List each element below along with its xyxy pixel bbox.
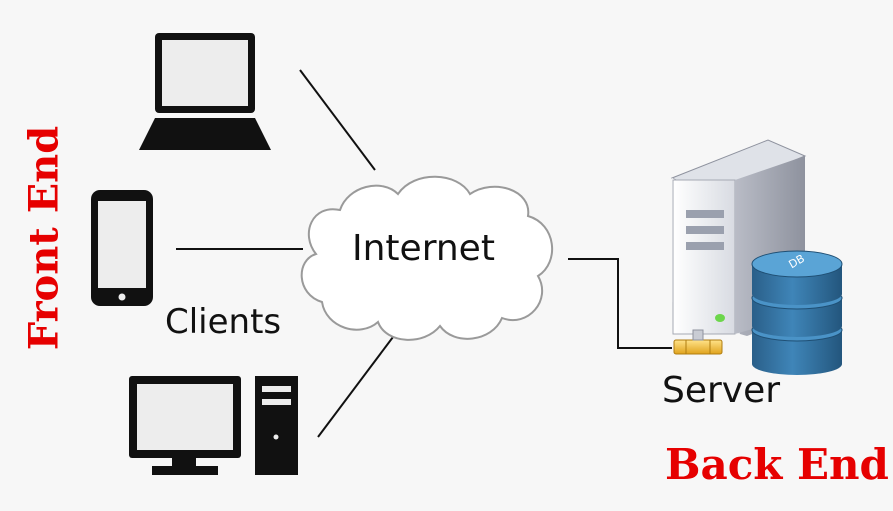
edge-laptop-internet xyxy=(299,69,376,171)
cloud-icon xyxy=(300,175,554,341)
connection-lines xyxy=(176,69,672,438)
database-icon: DB xyxy=(751,250,843,375)
smartphone-icon xyxy=(91,190,153,306)
edge-desktop-internet xyxy=(317,336,394,438)
server-label: Server xyxy=(662,370,781,411)
desktop-computer-icon xyxy=(129,376,298,475)
edge-internet-server xyxy=(568,258,672,349)
network-connector-icon xyxy=(673,329,723,355)
back-end-label: Back End xyxy=(665,440,889,489)
clients-label: Clients xyxy=(165,302,282,342)
internet-label: Internet xyxy=(352,228,495,269)
front-end-label: Front End xyxy=(20,125,68,351)
laptop-icon xyxy=(139,33,271,150)
